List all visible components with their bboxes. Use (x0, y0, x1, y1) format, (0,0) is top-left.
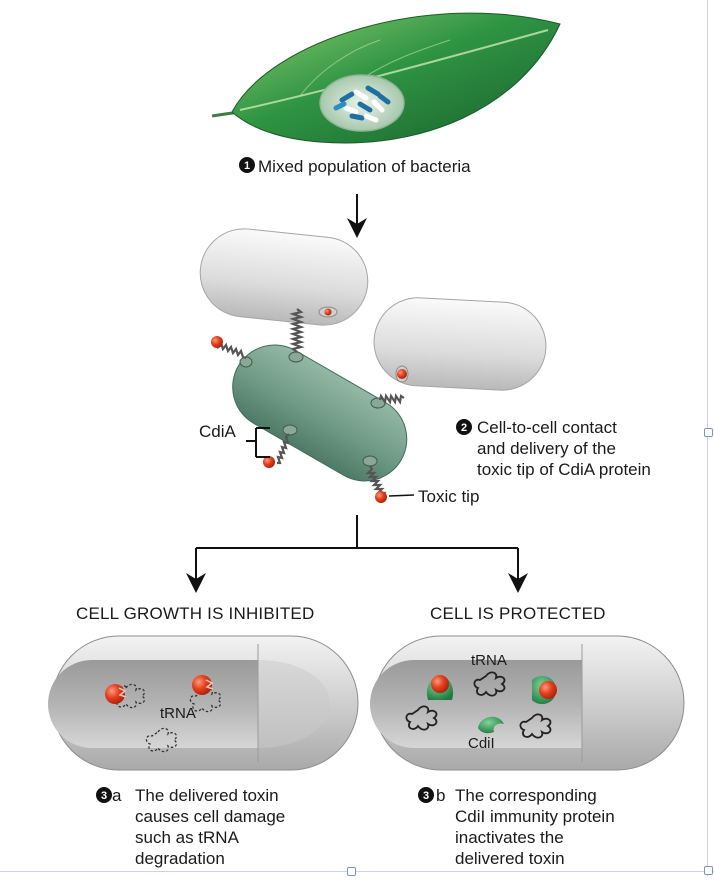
step1-caption: Mixed population of bacteria (258, 156, 471, 177)
intact-trna-icons (405, 671, 552, 739)
inhibited-cell (48, 635, 359, 771)
target-cell-right (373, 297, 547, 391)
trna-label-right: tRNA (471, 652, 507, 669)
leaf-illustration (211, 12, 561, 144)
protected-cell (370, 635, 685, 771)
step2-caption: Cell-to-cell contact and delivery of the… (477, 417, 651, 480)
badge-2: 2 (461, 422, 467, 434)
toxic-tip-pointer (388, 494, 415, 497)
damaged-trna-icons (113, 683, 222, 753)
toxin-ball (211, 336, 223, 348)
step3a-caption: The delivered toxin causes cell damage s… (135, 785, 285, 869)
step3b-line3: inactivates the (455, 828, 564, 847)
toxin-ball (263, 456, 275, 468)
step3a-line1: The delivered toxin (135, 786, 279, 805)
badge-3a: 3 (101, 790, 107, 802)
cdia-bracket (246, 427, 270, 458)
badge-3b: 3 (423, 790, 429, 802)
step3b-line4: delivered toxin (455, 849, 565, 868)
target-cell-top (199, 228, 369, 326)
step3a-letter: a (112, 786, 122, 805)
step3a-line2: causes cell damage (135, 807, 286, 826)
toxic-tip-ball (375, 491, 387, 503)
step2-line2: and delivery of the (477, 439, 616, 458)
step-badges (96, 157, 472, 803)
attacker-cell (232, 344, 408, 482)
cdia-label: CdiA (199, 422, 236, 441)
step3b-letter: b (436, 786, 446, 805)
selection-frame-right (707, 0, 708, 876)
step2-line3: toxic tip of CdiA protein (477, 460, 651, 479)
cdii-protein (478, 716, 504, 734)
step3b-line1: The corresponding (455, 786, 597, 805)
step3b-line2: CdiI immunity protein (455, 807, 615, 826)
step1-text: Mixed population of bacteria (258, 157, 471, 176)
step3a-line4: degradation (135, 849, 225, 868)
step3b-caption: The corresponding CdiI immunity protein … (455, 785, 615, 869)
step3a-line3: such as tRNA (135, 828, 239, 847)
bacteria-dish (319, 74, 405, 132)
selection-frame-bottom (0, 871, 714, 872)
cdii-label: CdiI (468, 735, 495, 752)
resize-handle-right[interactable] (704, 428, 713, 437)
outcome-right-heading: CELL IS PROTECTED (430, 604, 606, 623)
toxin-immunity-complex (426, 675, 557, 705)
resize-handle-bottom[interactable] (347, 867, 356, 876)
cdia-filaments (212, 308, 405, 497)
branch-arrows (186, 515, 528, 593)
toxic-tip-label: Toxic tip (418, 487, 480, 506)
trna-label-left: tRNA (160, 705, 196, 722)
step2-line1: Cell-to-cell contact (477, 418, 617, 437)
toxin-in-cell (105, 675, 214, 704)
resize-handle-corner[interactable] (704, 866, 713, 875)
outcome-left-heading: CELL GROWTH IS INHIBITED (76, 604, 315, 623)
badge-1: 1 (244, 160, 250, 172)
